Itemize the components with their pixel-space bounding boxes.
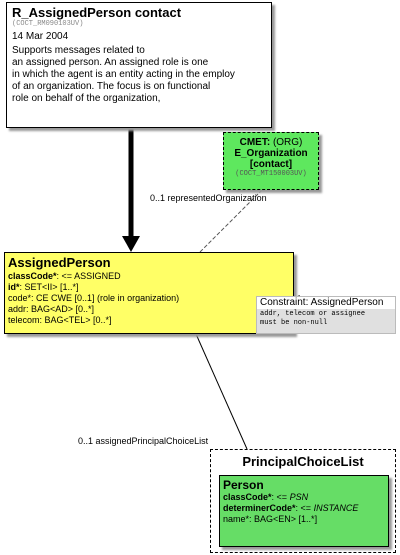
constraint-line-text: addr, telecom or assignee bbox=[260, 310, 366, 318]
attribute-row: addr: BAG<AD> [0..*] bbox=[8, 304, 290, 315]
attribute-name: telecom bbox=[8, 315, 40, 325]
cmet-kind: (ORG) bbox=[270, 137, 303, 148]
attribute-row: name*: BAG<EN> [1..*] bbox=[223, 514, 385, 525]
attribute-mandatory-mark: * bbox=[16, 282, 20, 292]
constraint-body: addr, telecom or assignee must be non-nu… bbox=[257, 309, 395, 329]
entry-point-box: R_AssignedPerson contact (COCT_RM090103U… bbox=[6, 2, 272, 128]
assoc-represented-organization: 0..1 representedOrganization bbox=[150, 193, 267, 203]
attribute-type: : BAG<EN> [1..*] bbox=[249, 514, 318, 524]
person-title: Person bbox=[223, 478, 264, 492]
attribute-type: : SET<II> [1..*] bbox=[19, 282, 79, 292]
entry-arrow-head bbox=[122, 236, 140, 252]
attribute-type: : CE CWE [0..1] (role in organization) bbox=[31, 293, 180, 303]
entry-title: R_AssignedPerson contact bbox=[12, 5, 182, 20]
constraint-note: Constraint: AssignedPerson addr, telecom… bbox=[256, 296, 396, 334]
cmet-name: E_Organization bbox=[234, 148, 308, 159]
attribute-mandatory-mark: * bbox=[292, 503, 296, 513]
entry-code: (COCT_RM090103UV) bbox=[12, 20, 84, 28]
assoc-assigned-principal-choice-list: 0..1 assignedPrincipalChoiceList bbox=[78, 436, 209, 446]
attribute-name: name bbox=[223, 514, 246, 524]
attribute-type: : <= ASSIGNED bbox=[56, 271, 121, 281]
entry-description: Supports messages related to an assigned… bbox=[12, 45, 266, 105]
assigned-person-title: AssignedPerson bbox=[8, 255, 111, 270]
attribute-type: : BAG<TEL> [0..*] bbox=[39, 315, 112, 325]
constraint-header: Constraint: AssignedPerson bbox=[257, 297, 395, 309]
attribute-mandatory-mark: * bbox=[268, 492, 272, 502]
attribute-row: determinerCode*: <= INSTANCE bbox=[223, 503, 385, 514]
entry-description-line: an assigned person. An assigned role is … bbox=[12, 57, 209, 68]
constraint-line-text: must be non-null bbox=[260, 319, 328, 327]
cmet-code: (COCT_MT150003UV) bbox=[235, 170, 307, 178]
cmet-label: CMET: (ORG) bbox=[224, 137, 318, 148]
entry-description-line: of an organization. The focus is on func… bbox=[12, 81, 211, 92]
attribute-name: classCode bbox=[8, 271, 54, 281]
org-association-line bbox=[199, 189, 263, 253]
attribute-row: classCode*: <= ASSIGNED bbox=[8, 271, 290, 282]
attribute-name: determinerCode bbox=[223, 503, 293, 513]
attribute-name: id bbox=[8, 282, 16, 292]
attribute-name: addr bbox=[8, 304, 27, 314]
attribute-type: : <= bbox=[295, 503, 314, 513]
assigned-person-class: AssignedPerson classCode*: <= ASSIGNED i… bbox=[4, 252, 294, 334]
attribute-mandatory-mark: * bbox=[53, 271, 57, 281]
attribute-value: PSN bbox=[289, 492, 309, 502]
attribute-row: id*: SET<II> [1..*] bbox=[8, 282, 290, 293]
attribute-type: : BAG<AD> [0..*] bbox=[26, 304, 95, 314]
entry-description-line: Supports messages related to bbox=[12, 45, 145, 56]
attribute-row: code*: CE CWE [0..1] (role in organizati… bbox=[8, 293, 290, 304]
entry-description-line: role on behalf of the organization, bbox=[12, 93, 161, 104]
entry-description-line: in which the agent is an entity acting i… bbox=[12, 69, 235, 80]
person-class: Person classCode*: <= PSN determinerCode… bbox=[219, 475, 389, 547]
attribute-type: : <= bbox=[271, 492, 290, 502]
attribute-row: classCode*: <= PSN bbox=[223, 492, 385, 503]
choice-association-line bbox=[195, 333, 248, 450]
principal-choice-list: PrincipalChoiceList Person classCode*: <… bbox=[210, 449, 396, 553]
attribute-mandatory-mark: * bbox=[245, 514, 250, 524]
attribute-value: INSTANCE bbox=[313, 503, 359, 513]
choice-list-title: PrincipalChoiceList bbox=[242, 454, 364, 469]
cmet-organization-box: CMET: (ORG) E_Organization [contact] (CO… bbox=[223, 132, 319, 190]
attribute-name: code bbox=[8, 293, 28, 303]
attribute-name: classCode bbox=[223, 492, 269, 502]
cmet-variant: [contact] bbox=[249, 159, 293, 170]
attribute-mandatory-mark: * bbox=[27, 293, 32, 303]
attribute-row: telecom: BAG<TEL> [0..*] bbox=[8, 315, 290, 326]
cmet-prefix: CMET: bbox=[239, 137, 271, 148]
entry-date: 14 Mar 2004 bbox=[12, 31, 69, 42]
